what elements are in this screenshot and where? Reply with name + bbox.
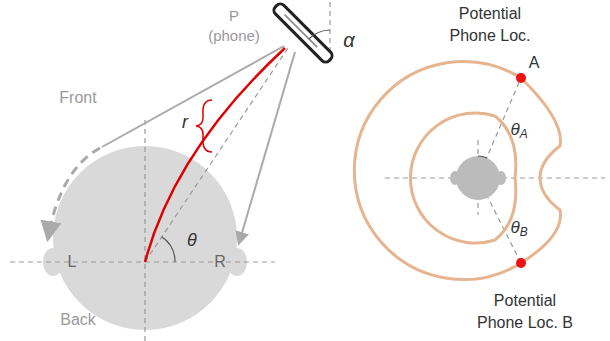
location-contour [354, 61, 560, 279]
axis-lines [385, 78, 605, 263]
angle-arc [162, 237, 175, 262]
angle-arc [309, 30, 330, 39]
distance-curve [145, 48, 285, 262]
bracket [196, 100, 212, 152]
angle-symbol: α [339, 27, 359, 54]
angle-arc [478, 156, 487, 158]
distance-symbol: r [177, 110, 193, 134]
direction-label: Back [48, 309, 108, 331]
location-label: Potential Phone Loc. [445, 3, 535, 46]
ear-label: L [64, 251, 80, 273]
angle-symbol: θA [506, 119, 532, 142]
phone-icon [272, 2, 334, 64]
phone-label: P (phone) [203, 6, 265, 47]
point-label: A [524, 52, 544, 74]
location-dot [516, 73, 526, 83]
angle-symbol: θB [506, 217, 532, 240]
diffraction-path [48, 148, 100, 238]
ear-label: R [212, 251, 228, 273]
location-label: Potential Phone Loc. B [473, 290, 577, 333]
axis-lines [10, 2, 330, 341]
head-small [450, 156, 506, 200]
sound-path [102, 46, 284, 147]
sound-path [239, 52, 295, 243]
location-contour [410, 113, 515, 243]
angle-symbol: θ [184, 228, 200, 252]
location-dot [516, 258, 526, 268]
direction-label: Front [48, 87, 108, 109]
